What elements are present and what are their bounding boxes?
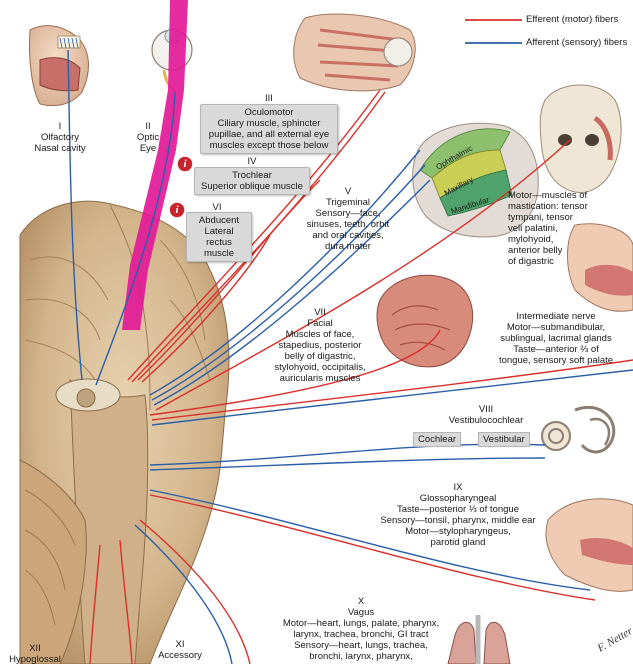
accessory-name: Accessory bbox=[150, 650, 210, 661]
facial-line-3: belly of digastric, bbox=[270, 351, 370, 362]
trigeminal-motor-line-7: of digastric bbox=[508, 256, 618, 267]
intermediate-line-2: Motor—submandibular, bbox=[483, 322, 629, 333]
olfactory-label: I Olfactory Nasal cavity bbox=[30, 121, 90, 154]
hypoglossal-label: XII Hypoglossal bbox=[4, 643, 66, 665]
optic-label: II Optic Eye bbox=[128, 121, 168, 154]
oculomotor-numeral-wrap: III bbox=[200, 93, 338, 104]
legend-afferent-label: Afferent (sensory) fibers bbox=[526, 37, 627, 48]
facial-line-1: Muscles of face, bbox=[270, 329, 370, 340]
vagus-line-1: Motor—heart, lungs, palate, pharynx, bbox=[263, 618, 459, 629]
oculomotor-name: Oculomotor bbox=[205, 107, 333, 118]
abducent-detail-1: Lateral rectus bbox=[191, 226, 247, 248]
glossopharyngeal-line-1: Taste—posterior ⅓ of tongue bbox=[370, 504, 546, 515]
vagus-line-4: bronchi, larynx, pharynx, bbox=[263, 651, 459, 662]
pharynx-illustration bbox=[546, 499, 633, 592]
oculomotor-box: Oculomotor Ciliary muscle, sphincter pup… bbox=[200, 104, 338, 154]
trochlear-name: Trochlear bbox=[199, 170, 305, 181]
olfactory-detail: Nasal cavity bbox=[30, 143, 90, 154]
abducent-name: Abducent bbox=[191, 215, 247, 226]
trigeminal-motor-line-5: mylohyoid, bbox=[508, 234, 618, 245]
vagus-label: X Vagus Motor—heart, lungs, palate, phar… bbox=[263, 596, 459, 662]
olfactory-numeral: I bbox=[30, 121, 90, 132]
facial-name: Facial bbox=[270, 318, 370, 329]
facial-line-5: auricularis muscles bbox=[270, 373, 370, 384]
intermediate-line-5: tongue, sensory soft palate bbox=[483, 355, 629, 366]
intermediate-line-1: Intermediate nerve bbox=[483, 311, 629, 322]
trigeminal-motor-line-1: Motor—muscles of bbox=[508, 190, 618, 201]
optic-detail: Eye bbox=[128, 143, 168, 154]
vestibular-tag: Vestibular bbox=[478, 432, 530, 447]
skull-illustration bbox=[540, 85, 621, 193]
trigeminal-label: V Trigeminal Sensory—face, sinuses, teet… bbox=[300, 186, 396, 252]
vestibulocochlear-numeral: VIII bbox=[436, 404, 536, 415]
abducent-info-icon[interactable]: i bbox=[170, 203, 184, 217]
facial-line-4: stylohyoid, occipitalis, bbox=[270, 362, 370, 373]
optic-numeral: II bbox=[128, 121, 168, 132]
trigeminal-line-1: Sensory—face, bbox=[300, 208, 396, 219]
facial-numeral: VII bbox=[270, 307, 370, 318]
glossopharyngeal-line-3: Motor—stylopharyngeus, bbox=[370, 526, 546, 537]
vagus-numeral: X bbox=[263, 596, 459, 607]
cochlear-tag: Cochlear bbox=[413, 432, 461, 447]
trigeminal-numeral: V bbox=[300, 186, 396, 197]
vestibulocochlear-name: Vestibulocochlear bbox=[436, 415, 536, 426]
glossopharyngeal-line-4: parotid gland bbox=[370, 537, 546, 548]
trigeminal-line-4: dura mater bbox=[300, 241, 396, 252]
glossopharyngeal-numeral: IX bbox=[370, 482, 546, 493]
trigeminal-line-3: and oral cavities, bbox=[300, 230, 396, 241]
oculomotor-numeral: III bbox=[200, 93, 338, 104]
glossopharyngeal-line-2: Sensory—tonsil, pharynx, middle ear bbox=[370, 515, 546, 526]
facial-line-2: stapedius, posterior bbox=[270, 340, 370, 351]
trigeminal-line-2: sinuses, teeth, orbit bbox=[300, 219, 396, 230]
trigeminal-motor-line-4: veli palatini, bbox=[508, 223, 618, 234]
oculomotor-line-1: Ciliary muscle, sphincter bbox=[205, 118, 333, 129]
intermediate-line-3: sublingual, lacrimal glands bbox=[483, 333, 629, 344]
artist-signature: F. Netter bbox=[595, 625, 633, 655]
hypoglossal-name: Hypoglossal bbox=[4, 654, 66, 665]
abducent-detail-2: muscle bbox=[191, 248, 247, 259]
accessory-label: XI Accessory bbox=[150, 639, 210, 661]
brain-inferior-view bbox=[20, 201, 229, 664]
abducent-box: Abducent Lateral rectus muscle bbox=[186, 212, 252, 262]
trigeminal-motor-line-2: mastication: tensor bbox=[508, 201, 618, 212]
optic-name: Optic bbox=[128, 132, 168, 143]
olfactory-name: Olfactory bbox=[30, 132, 90, 143]
vestibulocochlear-label: VIII Vestibulocochlear bbox=[436, 404, 536, 426]
oculomotor-line-2: pupillae, and all external eye bbox=[205, 129, 333, 140]
vagus-name: Vagus bbox=[263, 607, 459, 618]
glossopharyngeal-name: Glossopharyngeal bbox=[370, 493, 546, 504]
trigeminal-motor-label: Motor—muscles of mastication: tensor tym… bbox=[508, 190, 618, 267]
hypoglossal-numeral: XII bbox=[4, 643, 66, 654]
nasal-cavity-illustration bbox=[29, 26, 88, 106]
trigeminal-motor-line-3: tympani, tensor bbox=[508, 212, 618, 223]
vagus-line-2: larynx, trachea, bronchi, GI tract bbox=[263, 629, 459, 640]
trochlear-detail: Superior oblique muscle bbox=[199, 181, 305, 192]
trigeminal-motor-line-6: anterior belly bbox=[508, 245, 618, 256]
legend-efferent-label: Efferent (motor) fibers bbox=[526, 14, 618, 25]
intermediate-nerve-label: Intermediate nerve Motor—submandibular, … bbox=[483, 311, 629, 366]
trigeminal-name: Trigeminal bbox=[300, 197, 396, 208]
oculomotor-line-3: muscles except those below bbox=[205, 140, 333, 151]
orbit-muscles-illustration bbox=[294, 14, 416, 91]
vagus-line-3: Sensory—heart, lungs, trachea, bbox=[263, 640, 459, 651]
facial-muscles-illustration bbox=[377, 275, 473, 367]
intermediate-line-4: Taste—anterior ⅔ of bbox=[483, 344, 629, 355]
facial-label: VII Facial Muscles of face, stapedius, p… bbox=[270, 307, 370, 384]
trochlear-info-icon[interactable]: i bbox=[178, 157, 192, 171]
trochlear-numeral: IV bbox=[196, 156, 308, 167]
inner-ear-illustration bbox=[542, 407, 614, 452]
trochlear-box: Trochlear Superior oblique muscle bbox=[194, 167, 310, 195]
accessory-numeral: XI bbox=[150, 639, 210, 650]
glossopharyngeal-label: IX Glossopharyngeal Taste—posterior ⅓ of… bbox=[370, 482, 546, 548]
